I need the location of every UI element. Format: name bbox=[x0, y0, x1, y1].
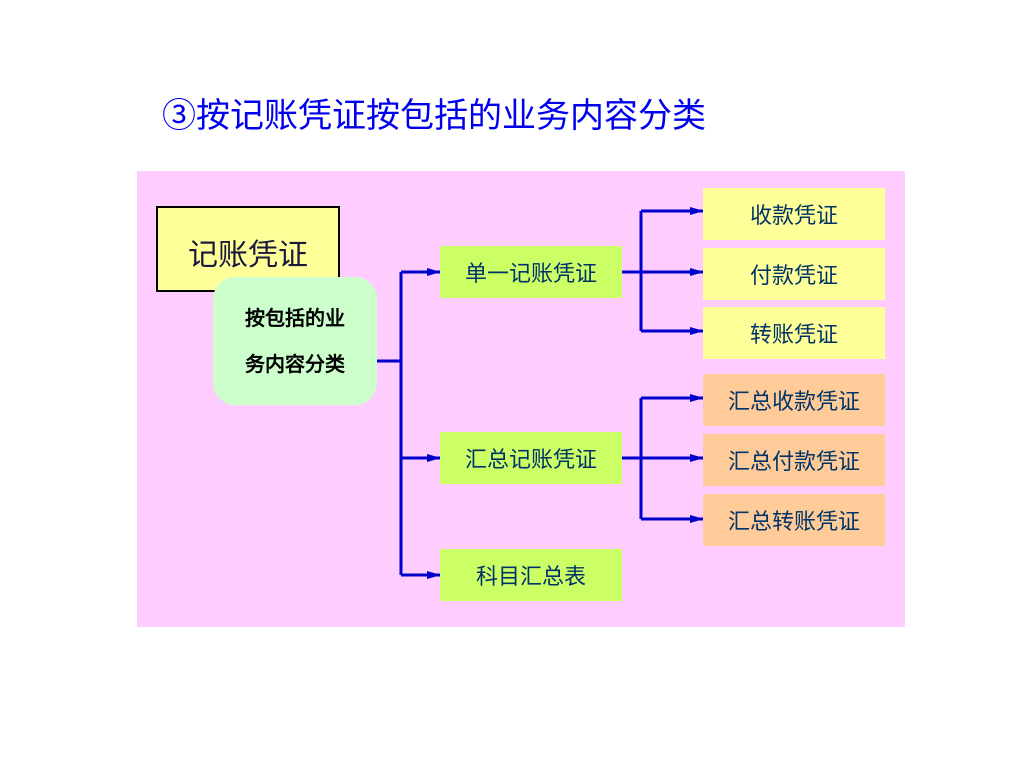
group-node-account-summary: 科目汇总表 bbox=[440, 549, 622, 601]
leaf-node-receipt-voucher: 收款凭证 bbox=[703, 188, 885, 240]
classification-criterion-node: 按包括的业 务内容分类 bbox=[213, 277, 377, 405]
page-title: ③按记账凭证按包括的业务内容分类 bbox=[162, 96, 706, 136]
leaf-node-summary-payment-voucher: 汇总付款凭证 bbox=[703, 434, 885, 486]
leaf-node-summary-receipt-voucher: 汇总收款凭证 bbox=[703, 374, 885, 426]
leaf-node-summary-transfer-voucher: 汇总转账凭证 bbox=[703, 494, 885, 546]
group-node-single-voucher: 单一记账凭证 bbox=[440, 246, 622, 298]
leaf-node-payment-voucher: 付款凭证 bbox=[703, 248, 885, 300]
connector-lines bbox=[377, 207, 704, 579]
diagram-panel: 记账凭证 按包括的业 务内容分类 单一记账凭证 汇总记账凭证 科目汇总表 收款凭… bbox=[137, 171, 905, 627]
leaf-node-transfer-voucher: 转账凭证 bbox=[703, 307, 885, 359]
criterion-line-2: 务内容分类 bbox=[245, 352, 345, 376]
criterion-line-1: 按包括的业 bbox=[245, 306, 345, 330]
group-node-summary-voucher: 汇总记账凭证 bbox=[440, 432, 622, 484]
